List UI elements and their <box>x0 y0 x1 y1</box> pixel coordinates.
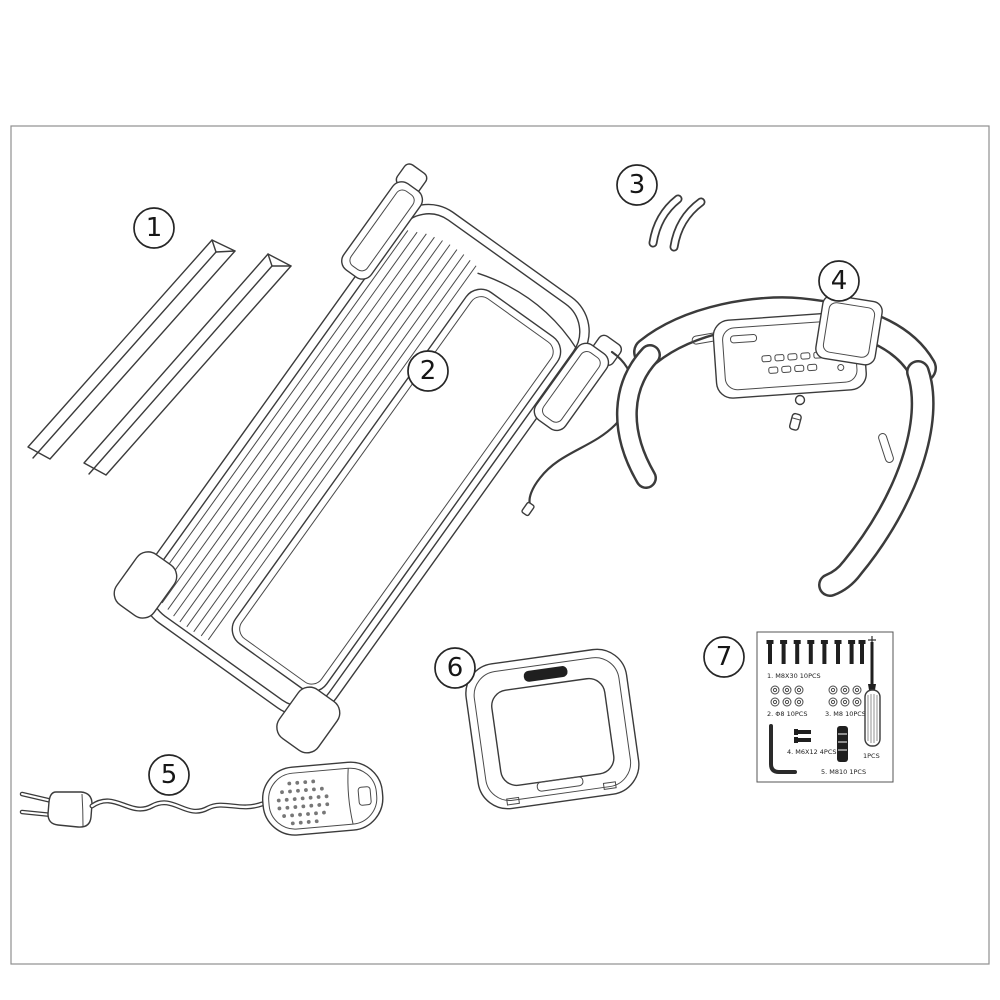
part-1-side-rails <box>27 239 292 476</box>
diagram-frame <box>10 125 990 965</box>
callout-5-number: 5 <box>161 760 178 790</box>
callout-4: 4 <box>818 260 860 302</box>
part-6-display-housing <box>465 648 640 810</box>
safety-key-plug <box>521 501 535 517</box>
arm-slot <box>878 433 894 463</box>
deck-inner-frame <box>150 213 581 708</box>
part-7-hardware-kit: 1. M8X30 10PCS 2. Φ8 10PCS 3. M8 10PCS 4… <box>756 631 894 783</box>
housing-clip-right <box>602 781 617 790</box>
part-3-support-brackets <box>648 194 706 252</box>
deck-belt-edge <box>231 288 562 693</box>
callout-2: 2 <box>407 350 449 392</box>
deck-upright-bracket-right <box>533 334 623 432</box>
deck-outer-frame <box>140 203 590 717</box>
part-4-console-assembly <box>616 294 937 597</box>
allen-key-icon <box>769 724 797 774</box>
deck-side-rail-hatch <box>152 230 477 641</box>
housing-clip-left <box>506 796 520 806</box>
tablet-bracket <box>815 294 883 366</box>
deck-belt <box>239 296 554 685</box>
callout-5: 5 <box>148 754 190 796</box>
callout-3: 3 <box>616 164 658 206</box>
kit-label-6: 1PCS <box>863 752 880 760</box>
callout-1-number: 1 <box>146 213 163 243</box>
housing-inner <box>473 657 632 801</box>
deck-upright-bracket-left <box>341 163 428 280</box>
console-knob <box>794 394 806 406</box>
deck-foot-right <box>276 686 341 754</box>
console-buttons <box>761 350 845 374</box>
part-5-power-cord <box>19 761 384 836</box>
callout-6: 6 <box>434 647 476 689</box>
callout-3-number: 3 <box>629 170 646 200</box>
module-seam <box>347 768 354 825</box>
callout-7-number: 7 <box>716 642 733 672</box>
deck-foot-left <box>113 551 178 619</box>
callout-2-number: 2 <box>420 356 437 386</box>
kit-grip-cylinder <box>837 726 848 762</box>
housing-speaker-slot <box>523 666 568 682</box>
module-button <box>357 786 372 806</box>
callout-1: 1 <box>133 207 175 249</box>
screwdriver-icon <box>864 636 881 747</box>
power-plug <box>19 791 93 828</box>
console-pin <box>788 412 802 431</box>
deck-head-seam <box>477 272 578 350</box>
kit-label-3: 3. M8 10PCS <box>825 710 866 718</box>
callout-6-number: 6 <box>447 653 464 683</box>
callout-4-number: 4 <box>831 266 848 296</box>
kit-label-4: 4. M6X12 4PCS <box>787 748 837 756</box>
cord-end-module <box>261 761 384 836</box>
kit-label-1: 1. M8X30 10PCS <box>767 672 821 680</box>
side-rail-bottom <box>83 253 292 476</box>
side-rail-top <box>27 239 236 460</box>
housing-bottom-slot <box>536 776 584 792</box>
callout-7: 7 <box>703 636 745 678</box>
kit-small-bolts <box>794 729 811 743</box>
kit-label-5: 5. M810 1PCS <box>821 768 866 776</box>
kit-label-2: 2. Φ8 10PCS <box>767 710 807 718</box>
part-2-treadmill-deck <box>113 163 623 754</box>
